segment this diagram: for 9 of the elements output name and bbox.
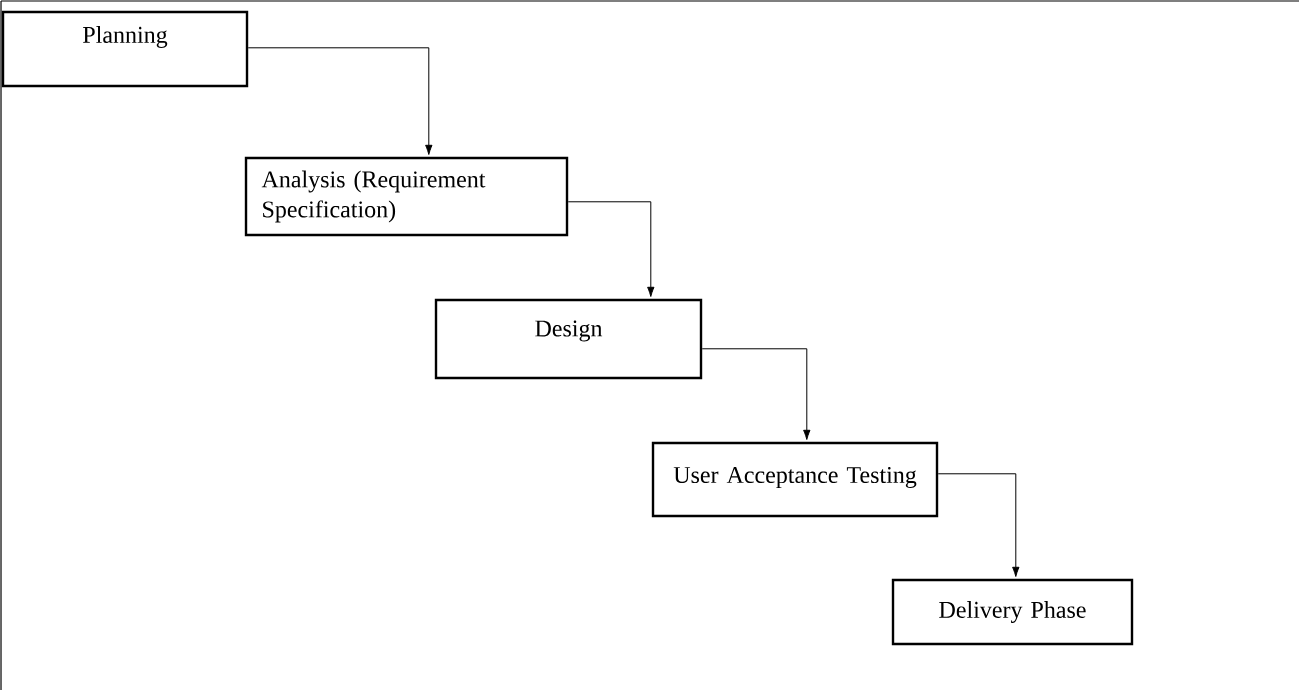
arrow [567,201,655,297]
arrow [937,473,1020,577]
arrow [247,47,433,155]
process-box: Planning [1,10,249,88]
process-box: Design [434,298,703,380]
process-box: Analysis (Requirement Specification) [244,156,569,237]
process-box: Delivery Phase [891,578,1134,646]
process-box: User Acceptance Testing [651,441,939,518]
arrow [701,348,811,440]
